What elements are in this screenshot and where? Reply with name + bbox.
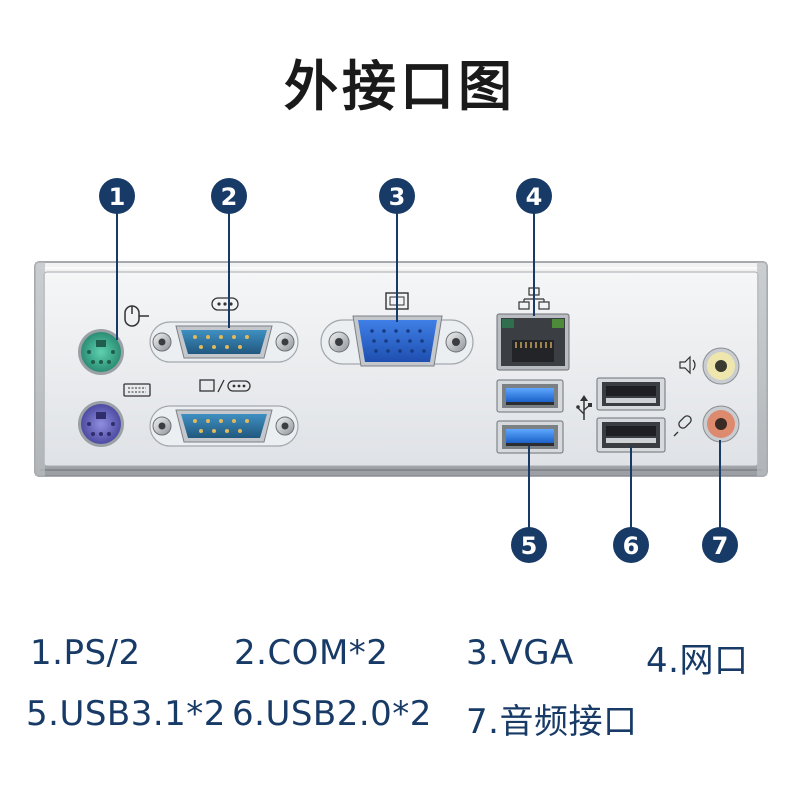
callout-badge-5: 5 bbox=[511, 527, 547, 563]
callout-badge-1: 1 bbox=[99, 178, 135, 214]
usb3-port-top bbox=[496, 379, 564, 413]
callout-badge-6: 6 bbox=[613, 527, 649, 563]
callout-badge-7: 7 bbox=[702, 527, 738, 563]
usb-icon bbox=[576, 395, 592, 420]
mic-in-jack bbox=[702, 405, 740, 443]
callout-label-6: 6 bbox=[623, 532, 640, 560]
callout-label-4: 4 bbox=[526, 183, 543, 211]
mouse-icon bbox=[124, 305, 149, 327]
serial-port-icon bbox=[211, 297, 239, 311]
lan-port bbox=[496, 313, 570, 371]
line-out-jack bbox=[702, 347, 740, 385]
com-port-2 bbox=[149, 405, 299, 447]
ps2-keyboard-port bbox=[78, 401, 124, 447]
usb2-port-top bbox=[596, 377, 666, 411]
legend-item-com: 2.COM*2 bbox=[234, 633, 389, 673]
legend-item-ps2: 1.PS/2 bbox=[30, 633, 141, 673]
callout-label-3: 3 bbox=[389, 183, 406, 211]
usb2-port-bottom bbox=[596, 417, 666, 453]
monitor-serial-icon bbox=[199, 379, 251, 393]
keyboard-icon bbox=[123, 383, 151, 397]
callout-badge-2: 2 bbox=[211, 178, 247, 214]
legend-item-lan: 4.网口 bbox=[646, 641, 749, 681]
microphone-icon bbox=[673, 415, 692, 437]
line-out-icon bbox=[679, 355, 696, 375]
page-title: 外接口图 bbox=[284, 55, 516, 118]
legend-item-usb2: 6.USB2.0*2 bbox=[232, 694, 432, 734]
callout-label-7: 7 bbox=[712, 532, 729, 560]
callout-badge-3: 3 bbox=[379, 178, 415, 214]
leader-lines bbox=[116, 213, 721, 528]
legend-item-vga: 3.VGA bbox=[466, 633, 574, 673]
callout-label-5: 5 bbox=[521, 532, 538, 560]
ps2-mouse-port bbox=[78, 329, 124, 375]
com-port-1 bbox=[149, 321, 299, 363]
legend-item-audio: 7.音频接口 bbox=[466, 702, 638, 742]
callout-label-1: 1 bbox=[109, 183, 126, 211]
callout-label-2: 2 bbox=[221, 183, 238, 211]
vga-port bbox=[320, 315, 474, 367]
legend-item-usb3: 5.USB3.1*2 bbox=[26, 694, 226, 734]
callout-badge-4: 4 bbox=[516, 178, 552, 214]
